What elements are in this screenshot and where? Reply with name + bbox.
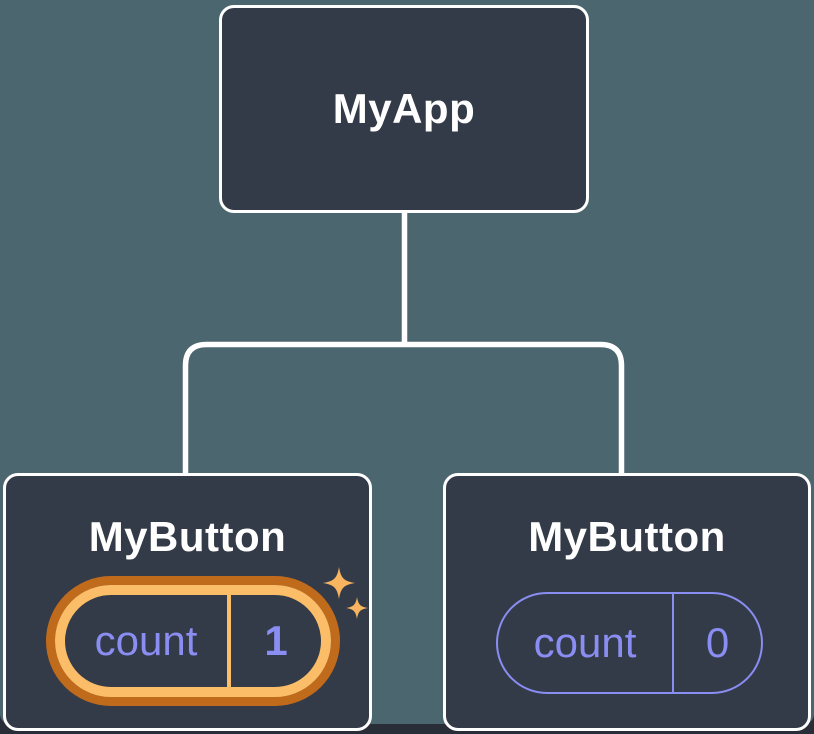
state-pill-highlighted: count 1 <box>55 585 331 697</box>
state-pill-plain: count 0 <box>496 592 763 694</box>
node-label-myapp: MyApp <box>332 85 476 132</box>
state-value: 1 <box>264 617 288 664</box>
state-value: 0 <box>705 619 730 666</box>
node-label-mybutton-left: MyButton <box>88 513 287 560</box>
state-name-label: count <box>533 619 637 666</box>
tree-node-mybutton-right: MyButton count 0 <box>443 473 811 731</box>
tree-node-mybutton-left: MyButton count 1 <box>3 473 372 731</box>
pill-divider <box>672 594 674 692</box>
state-name-label: count <box>94 617 198 664</box>
sparkle-small <box>346 597 368 619</box>
node-label-mybutton-right: MyButton <box>528 513 726 560</box>
sparkle-large <box>323 567 355 599</box>
sparkles-icon <box>323 567 368 619</box>
tree-node-myapp: MyApp <box>219 5 589 213</box>
pill-divider <box>227 595 231 687</box>
